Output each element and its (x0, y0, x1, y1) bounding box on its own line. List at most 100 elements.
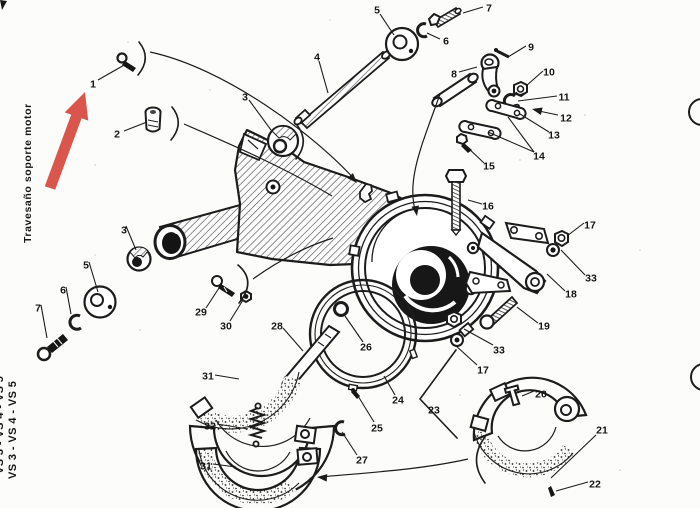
part-label-24: 24 (392, 395, 404, 407)
grouping-bracket (295, 124, 305, 160)
leader-line (123, 121, 148, 132)
part-label-21: 21 (596, 425, 608, 437)
part-24-ring (308, 278, 419, 392)
part-label-10: 10 (543, 67, 555, 79)
leader-line (426, 32, 441, 40)
part-label-4: 4 (314, 52, 320, 64)
leader-line (97, 63, 127, 81)
scan-noise (94, 19, 641, 479)
part-27-clip (334, 420, 346, 437)
part-label-33: 33 (493, 345, 505, 357)
part-3-bushing-center (266, 124, 300, 158)
part-label-9: 9 (528, 42, 534, 54)
part-31-shoe-lower (194, 446, 322, 508)
sidebar-models-vertical-clipped: VS 3 - VS 4 - VS 5 (0, 376, 6, 474)
part-label-7: 7 (35, 303, 41, 315)
part-8-link-rod (431, 72, 479, 108)
leader-line (357, 395, 375, 423)
part-label-28: 28 (271, 321, 283, 333)
shoe-pivot-blocks (293, 424, 319, 466)
part-label-26: 26 (360, 342, 372, 354)
part-label-31: 31 (200, 461, 212, 473)
part-18-support-bracket (464, 221, 550, 295)
part-15-bolt (456, 132, 472, 153)
part-label-20: 20 (535, 389, 547, 401)
part-16-bolt (444, 169, 468, 237)
part-21-shoe (469, 376, 588, 478)
leader-arrowhead (411, 205, 420, 216)
leader-line (521, 390, 535, 397)
grouping-bracket (237, 264, 249, 304)
leader-line (487, 131, 535, 153)
leader-curve (412, 93, 441, 214)
part-6-ring-left (68, 313, 82, 331)
part-label-27: 27 (356, 455, 368, 467)
leader-line (517, 95, 558, 102)
leader-line (550, 434, 597, 479)
part-10-nut (513, 80, 528, 98)
page-corner-mark (0, 0, 7, 10)
leader-arrowhead (347, 173, 357, 183)
part-label-8: 8 (451, 69, 457, 81)
red-annotation-arrow (44, 92, 89, 190)
leader-line (216, 423, 249, 430)
part-label-6: 6 (443, 36, 449, 48)
part-5-washer-left (83, 285, 117, 319)
part-7-bolt-top (427, 6, 462, 29)
leader-line (465, 145, 485, 164)
part-label-5: 5 (83, 260, 89, 272)
leader-line (125, 225, 137, 251)
binder-hole (688, 98, 700, 126)
sidebar-models-vertical: VS 3 - VS 4 - VS 5 (7, 381, 19, 479)
leader-line (458, 66, 478, 73)
leader-line (40, 304, 48, 339)
leader-line (454, 344, 478, 366)
part-label-6: 6 (60, 285, 66, 297)
part-label-18: 18 (565, 289, 577, 301)
part-label-19: 19 (538, 321, 550, 333)
leader-line (212, 463, 237, 468)
part-29-bolt (211, 275, 235, 297)
part-label-33: 33 (585, 273, 597, 285)
leader-line (507, 116, 535, 153)
leader-line (516, 306, 539, 324)
part-hub-drum (348, 190, 500, 343)
part-label-32: 32 (204, 421, 216, 433)
leader-line (383, 375, 396, 396)
part-label-29: 29 (195, 307, 207, 319)
leader-line (318, 60, 329, 94)
part-label-17: 17 (477, 365, 489, 377)
leader-line (214, 374, 240, 380)
grouping-bracket (475, 436, 486, 484)
leader-curve (252, 237, 334, 280)
leader-line (379, 13, 395, 36)
leader-line (566, 222, 585, 237)
part-33-washer-upper (546, 243, 560, 257)
part-32-spring (247, 402, 268, 448)
leader-line (88, 261, 99, 293)
leader-line (560, 249, 586, 276)
part-19-bolt (479, 295, 519, 330)
grouping-bracket (137, 41, 147, 76)
grouping-bracket (170, 106, 180, 141)
leader-line (282, 327, 304, 352)
leader-line (248, 99, 272, 131)
part-6-ring-top (416, 22, 428, 39)
leader-line (467, 199, 483, 205)
part-label-25: 25 (371, 423, 383, 435)
leader-line (65, 286, 72, 315)
binder-hole (690, 363, 700, 391)
leader-line (546, 273, 566, 292)
part-7-bolt-left (36, 334, 68, 362)
part-22-pin (548, 486, 555, 497)
part-4-rod (293, 50, 391, 130)
leader-arrowhead (317, 474, 328, 482)
part-14-levers (458, 99, 527, 140)
part-label-1: 1 (90, 79, 96, 91)
part-label-12: 12 (560, 113, 572, 125)
part-label-31: 31 (202, 371, 214, 383)
leader-curve (319, 458, 469, 478)
part-label-30: 30 (220, 321, 232, 333)
